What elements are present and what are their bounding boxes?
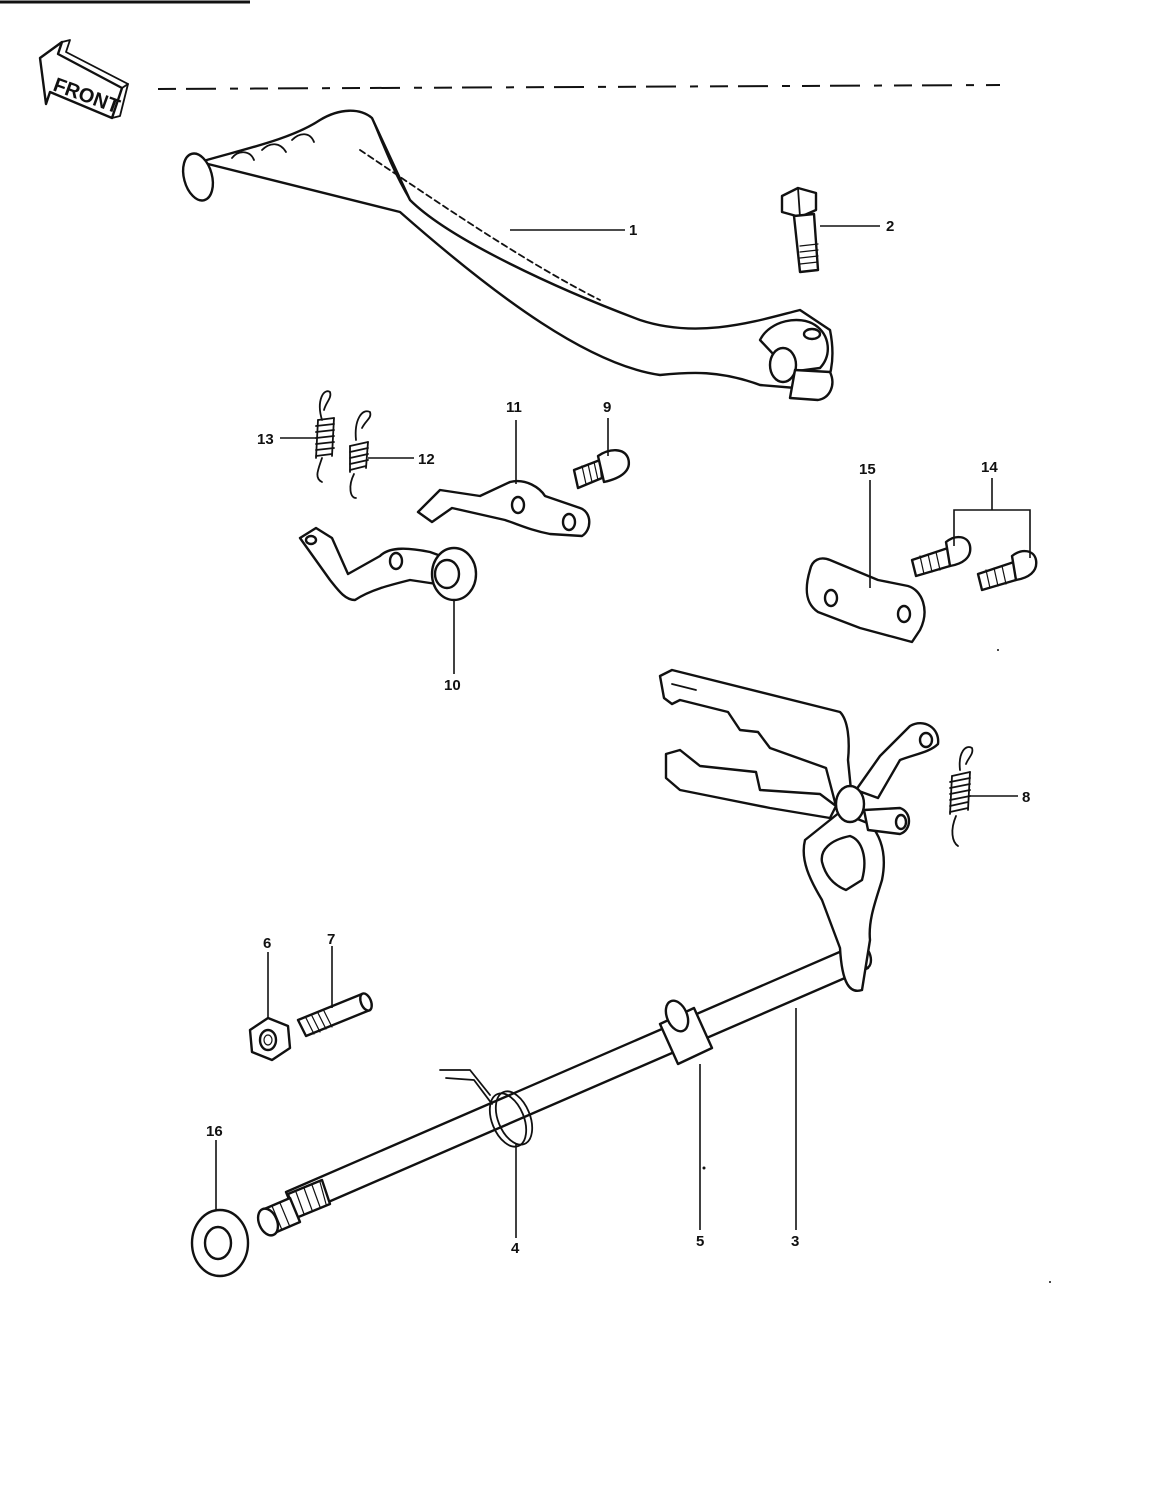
callout-15: 15 <box>859 461 876 478</box>
callout-6: 6 <box>263 935 271 952</box>
callout-12: 12 <box>418 451 435 468</box>
callout-14: 14 <box>981 459 998 476</box>
callout-labels: 1 2 3 4 5 6 7 8 9 10 11 12 13 14 15 16 <box>206 218 1030 1257</box>
part-14-screws <box>910 535 1038 592</box>
part-11-bracket <box>416 479 591 538</box>
callout-1: 1 <box>629 222 637 239</box>
part-12-spring <box>349 410 372 499</box>
part-7-stud <box>296 992 373 1038</box>
scan-speck <box>997 649 999 651</box>
leader-lines <box>215 225 1031 1238</box>
callout-9: 9 <box>603 399 611 416</box>
front-direction-badge: FRONT <box>38 39 129 120</box>
callout-2: 2 <box>886 218 894 235</box>
callout-4: 4 <box>511 1240 520 1257</box>
center-line <box>157 84 1001 90</box>
arrow-left-icon <box>38 40 124 120</box>
callout-7: 7 <box>327 931 335 948</box>
part-2-bolt <box>780 186 820 274</box>
part-6-nut <box>248 1016 292 1062</box>
part-8-spring <box>949 746 974 847</box>
part-10-lever <box>298 526 478 602</box>
callout-8: 8 <box>1022 789 1030 806</box>
callout-10: 10 <box>444 677 461 694</box>
callout-5: 5 <box>696 1233 704 1250</box>
part-16-washer <box>190 1208 250 1278</box>
part-3-shift-shaft <box>256 668 940 1237</box>
part-15-plate <box>805 557 926 644</box>
part-9-screw <box>572 449 631 490</box>
callout-16: 16 <box>206 1123 223 1140</box>
callout-11: 11 <box>506 399 522 416</box>
part-5-collar <box>658 999 714 1066</box>
part-4-clip <box>439 1069 534 1148</box>
part-13-spring <box>315 390 335 483</box>
callout-13: 13 <box>257 431 274 448</box>
scan-speck <box>702 1166 706 1170</box>
part-1-pedal-arm <box>181 109 834 402</box>
callout-3: 3 <box>791 1233 799 1250</box>
scan-speck <box>1049 1281 1051 1283</box>
